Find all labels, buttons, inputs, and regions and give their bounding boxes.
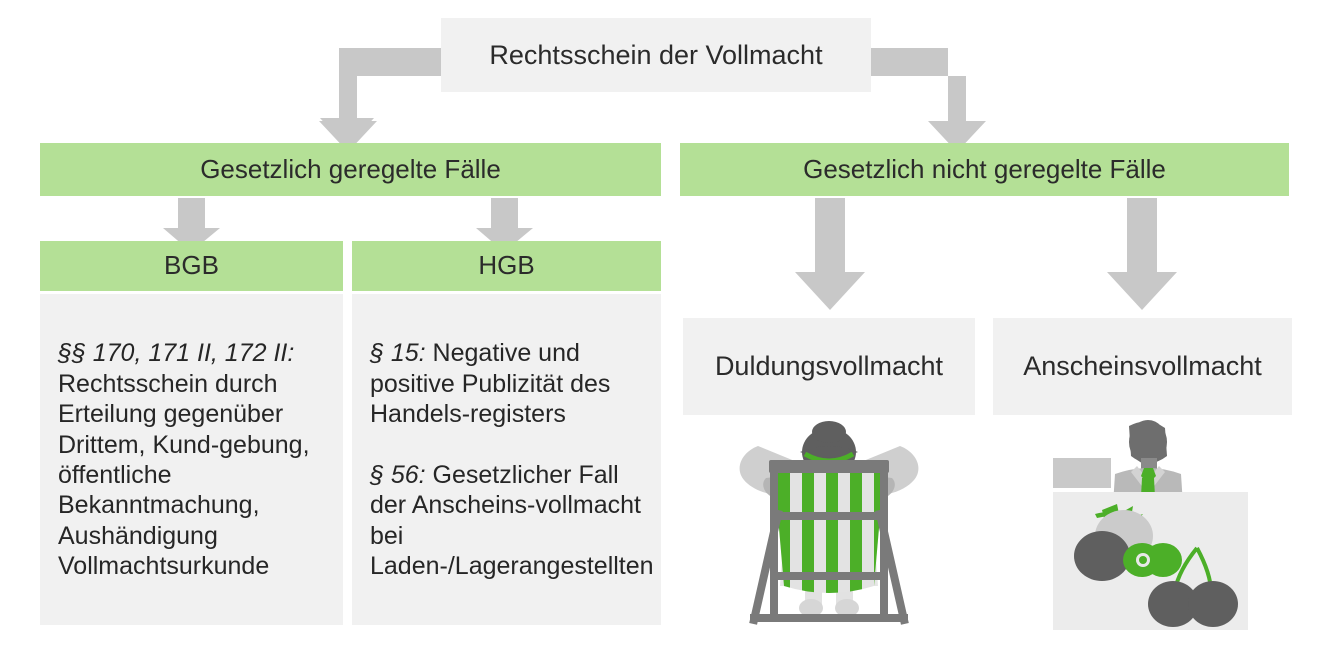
node-anscheinsvollmacht: Anscheinsvollmacht (993, 318, 1292, 415)
node-bgb-header-label: BGB (164, 250, 219, 281)
arrow-right-branch-to-anscheinsvollmacht (1107, 198, 1177, 310)
node-bgb-header: BGB (40, 241, 343, 291)
fruit-limes-icon (1123, 543, 1182, 577)
elbow-right-path (871, 48, 986, 152)
node-hgb-body: § 15: Negative und positive Publizität d… (352, 294, 661, 625)
arrow-root-to-right-branch (871, 52, 988, 152)
arrow-root-to-left-branch (320, 52, 441, 148)
bgb-paragraph-1: §§ 170, 171 II, 172 II: Rechtsschein dur… (58, 338, 329, 581)
fruit-dark-round-icon (1074, 531, 1130, 581)
node-branch-right-label: Gesetzlich nicht geregelte Fälle (803, 153, 1166, 184)
vendor-head-icon (1129, 420, 1167, 470)
node-bgb-body: §§ 170, 171 II, 172 II: Rechtsschein dur… (40, 294, 343, 625)
node-anscheinsvollmacht-label: Anscheinsvollmacht (1023, 351, 1262, 382)
hgb-body-text-56: Gesetzlicher Fall der Anscheins-vollmach… (370, 460, 654, 580)
node-hgb-header: HGB (352, 241, 661, 291)
hgb-paragraph-1: § 15: Negative und positive Publizität d… (370, 338, 647, 429)
arrow-root-to-left-branch-shape (320, 52, 441, 152)
hgb-paragraph-2: § 56: Gesetzlicher Fall der Anscheins-vo… (370, 460, 654, 582)
arrow-right-branch-to-duldungsvollmacht (795, 198, 865, 310)
market-stall-vendor-illustration (1053, 420, 1248, 630)
node-duldungsvollmacht-label: Duldungsvollmacht (714, 351, 944, 382)
hgb-statute-ref-56: § 56: (370, 460, 426, 489)
bgb-statute-ref: §§ 170, 171 II, 172 II: (58, 339, 295, 368)
node-duldungsvollmacht: Duldungsvollmacht (683, 318, 975, 415)
node-root: Rechtsschein der Vollmacht (441, 18, 871, 92)
node-branch-gesetzlich-nicht-geregelte-faelle: Gesetzlich nicht geregelte Fälle (680, 143, 1289, 196)
fruit-cherries-icon (1148, 546, 1238, 627)
deckchair-frame-icon (749, 464, 909, 625)
deckchair-person-illustration (739, 421, 919, 625)
node-branch-gesetzlich-geregelte-faelle: Gesetzlich geregelte Fälle (40, 143, 661, 196)
node-root-label: Rechtsschein der Vollmacht (489, 39, 823, 70)
hgb-statute-ref-15: § 15: (370, 339, 426, 368)
bgb-body-text: Rechtsschein durch Erteilung gegenüber D… (58, 369, 310, 580)
hgb-body-text-15: Negative und positive Publizität des Han… (370, 339, 611, 429)
elbow-left-path (319, 48, 441, 152)
node-hgb-header-label: HGB (478, 250, 535, 281)
node-branch-left-label: Gesetzlich geregelte Fälle (200, 153, 501, 184)
deckchair-top-bar-icon (769, 460, 889, 473)
stall-sign-icon (1053, 458, 1111, 488)
